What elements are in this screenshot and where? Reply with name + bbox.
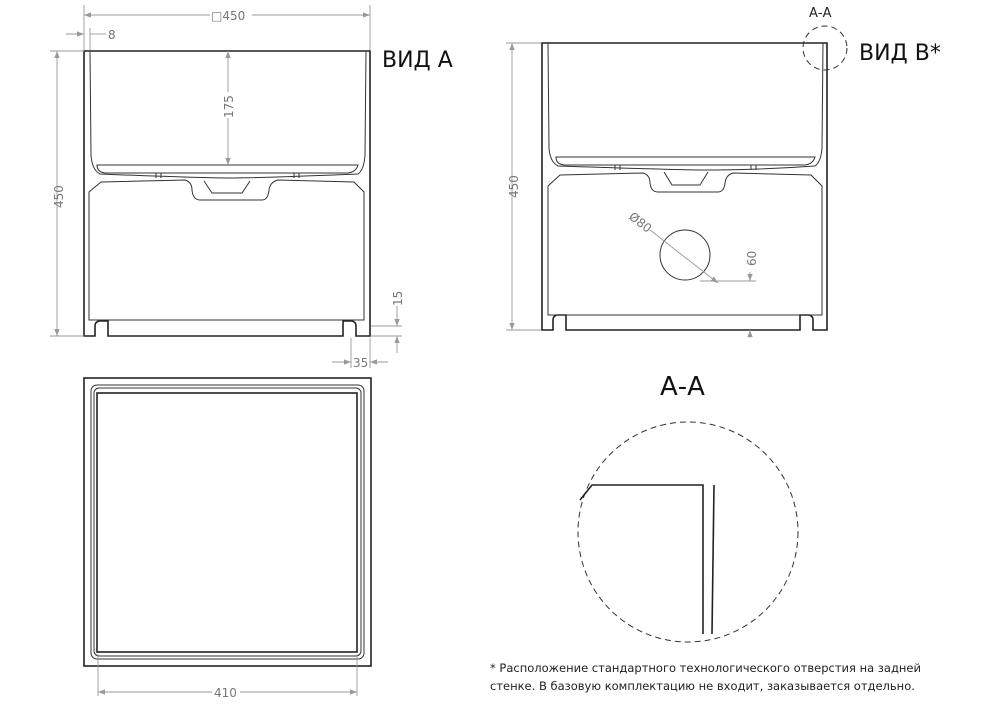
dim-width-label: □450: [211, 9, 245, 23]
dim-height-label: 450: [52, 185, 66, 208]
footnote-line-2: стенке. В базовую комплектацию не входит…: [490, 679, 915, 693]
view-b-outline: [541, 42, 828, 331]
view-a-title: ВИД А: [382, 48, 453, 73]
view-b-title: ВИД В*: [859, 41, 941, 66]
view-a-drain: [203, 180, 251, 194]
view-b: Ø80 60 450 А-А ВИД В*: [506, 6, 941, 338]
dim-inner-width-label: 410: [214, 686, 237, 700]
view-b-dim-height-label: 450: [507, 175, 521, 198]
section-marker-label: А-А: [809, 6, 832, 21]
hole: [659, 229, 711, 281]
detail-title: А-А: [660, 372, 705, 402]
dim-foot-width-label: 35: [353, 356, 368, 370]
detail-a-a: А-А: [577, 372, 799, 643]
plan-view: 410: [83, 377, 372, 700]
dim-wall-label: 8: [108, 28, 116, 42]
footnote-line-1: * Расположение стандартного технологичес…: [490, 661, 921, 675]
view-a-shelf: [96, 164, 359, 174]
dim-hole-label: Ø80: [626, 209, 654, 235]
view-a-inner-walls: [89, 50, 367, 179]
view-a-basin-bottom: [88, 179, 365, 321]
dim-depth-label: 175: [222, 95, 236, 118]
dim-foot-height-label: 15: [391, 291, 405, 306]
dim-hole-offset-label: 60: [745, 251, 759, 266]
section-marker-circle: [802, 25, 848, 71]
view-a: □450 8 450 175 15 35 ВИД А: [50, 5, 453, 370]
view-a-outline: [83, 50, 371, 337]
